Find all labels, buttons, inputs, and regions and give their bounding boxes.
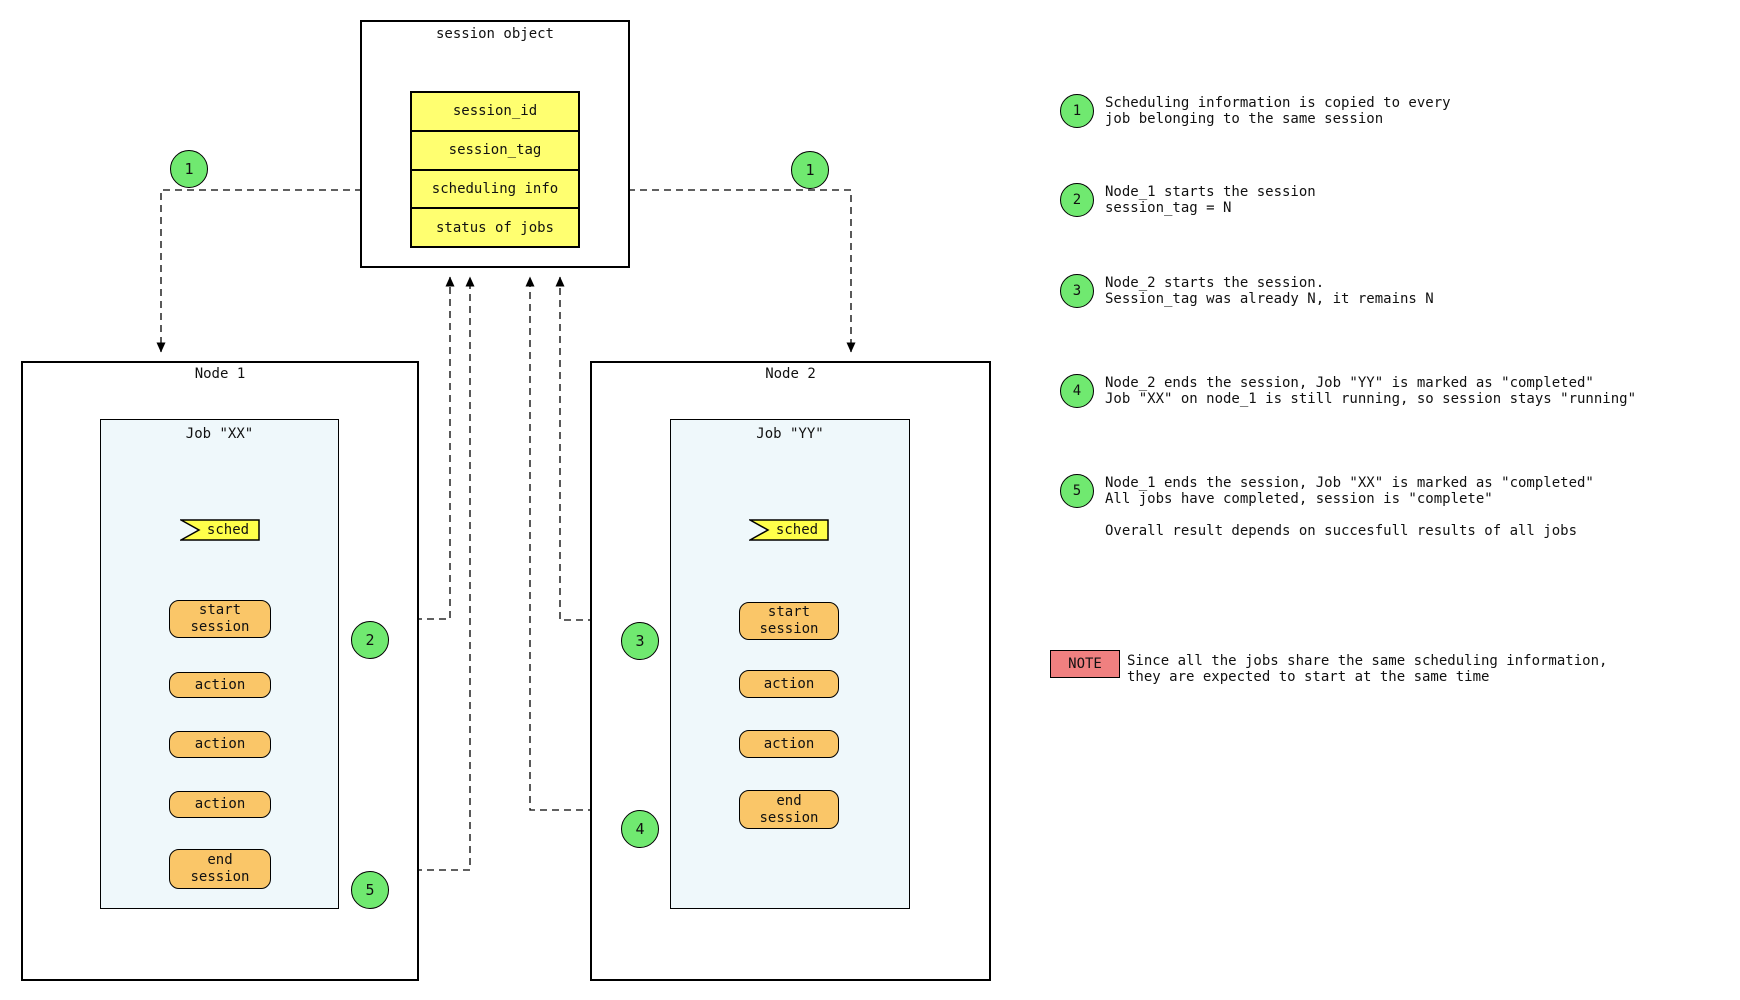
- legend-item-5-line1: Node_1 ends the session, Job "XX" is mar…: [1105, 475, 1594, 491]
- legend-item-1-line2: job belonging to the same session: [1105, 111, 1384, 127]
- badge-2: 2: [351, 621, 389, 659]
- yy-action1-step: action: [739, 670, 839, 698]
- badge-1-left: 1: [170, 150, 208, 188]
- legend-badge-1: 1: [1060, 94, 1094, 128]
- sched-flag-icon: [749, 519, 829, 541]
- badge-4: 4: [621, 810, 659, 848]
- note-text-line1: Since all the jobs share the same schedu…: [1127, 653, 1608, 669]
- note-badge: NOTE: [1050, 650, 1120, 678]
- yy-action2-step: action: [739, 730, 839, 758]
- legend-item-5-line2: All jobs have completed, session is "com…: [1105, 491, 1493, 507]
- legend-item-2-line1: Node_1 starts the session: [1105, 184, 1316, 200]
- node1-title: Node 1: [194, 366, 246, 382]
- sched-flag-yy-label: sched: [775, 522, 819, 538]
- legend-item-1: Scheduling information is copied to ever…: [1105, 95, 1451, 127]
- sched-flag-xx-label: sched: [206, 522, 250, 538]
- legend-item-3-line2: Session_tag was already N, it remains N: [1105, 291, 1434, 307]
- legend-item-3-line1: Node_2 starts the session.: [1105, 275, 1325, 291]
- session-object-title: session object: [435, 26, 554, 42]
- legend-badge-3: 3: [1060, 274, 1094, 308]
- badge-1-right: 1: [791, 151, 829, 189]
- job-xx-box: [100, 419, 339, 909]
- legend-badge-5: 5: [1060, 474, 1094, 508]
- legend-item-4-line1: Node_2 ends the session, Job "YY" is mar…: [1105, 375, 1594, 391]
- xx-action3-step: action: [169, 791, 271, 818]
- xx-start-session-step: start session: [169, 600, 271, 638]
- xx-action2-step: action: [169, 731, 271, 758]
- session-tag-row: session_tag: [412, 129, 578, 169]
- yy-start-session-step: start session: [739, 602, 839, 640]
- legend-item-1-line1: Scheduling information is copied to ever…: [1105, 95, 1451, 111]
- yy-end-session-step: end session: [739, 790, 839, 829]
- note-text-line2: they are expected to start at the same t…: [1127, 669, 1490, 685]
- scheduling-info-row: scheduling info: [412, 168, 578, 208]
- legend-footnote: Overall result depends on succesfull res…: [1105, 523, 1578, 539]
- job-yy-title: Job "YY": [756, 426, 824, 442]
- badge-5: 5: [351, 871, 389, 909]
- xx-action1-step: action: [169, 672, 271, 698]
- session-attribute-table: session_id session_tag scheduling info s…: [410, 91, 580, 248]
- job-xx-title: Job "XX": [185, 426, 254, 442]
- legend-item-5: Node_1 ends the session, Job "XX" is mar…: [1105, 475, 1594, 507]
- node2-title: Node 2: [765, 366, 816, 382]
- legend-item-4: Node_2 ends the session, Job "YY" is mar…: [1105, 375, 1636, 407]
- legend-item-4-line2: Job "XX" on node_1 is still running, so …: [1105, 391, 1637, 407]
- legend-item-2-line2: session_tag = N: [1105, 200, 1232, 216]
- status-of-jobs-row: status of jobs: [412, 207, 578, 246]
- sched-flag-icon: [180, 519, 260, 541]
- session-id-row: session_id: [452, 103, 538, 120]
- legend-badge-2: 2: [1060, 183, 1094, 217]
- xx-end-session-step: end session: [169, 849, 271, 889]
- legend-item-3: Node_2 starts the session.Session_tag wa…: [1105, 275, 1434, 307]
- note-text: Since all the jobs share the same schedu…: [1127, 653, 1607, 685]
- job-yy-box: [670, 419, 910, 909]
- legend-badge-4: 4: [1060, 374, 1094, 408]
- badge-3: 3: [621, 622, 659, 660]
